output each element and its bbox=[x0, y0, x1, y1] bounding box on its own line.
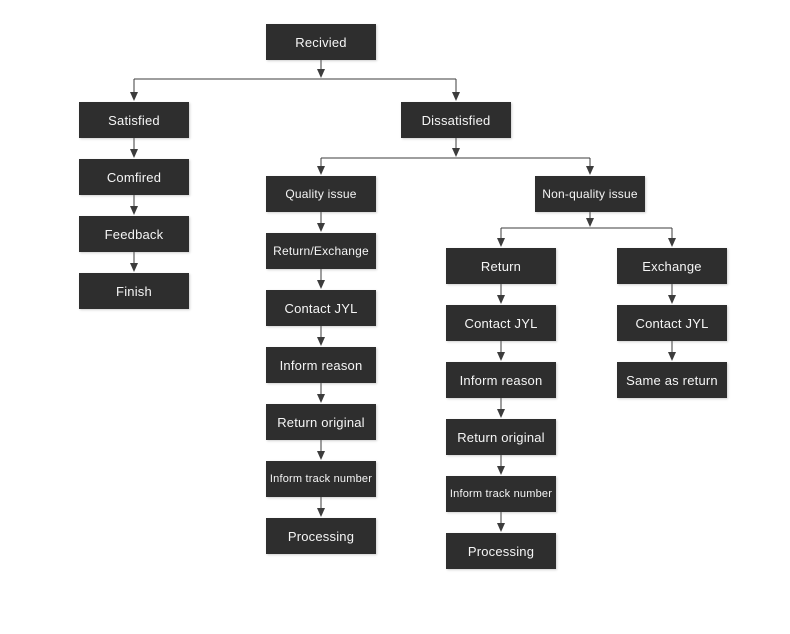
node-same-as-return: Same as return bbox=[617, 362, 727, 398]
node-return: Return bbox=[446, 248, 556, 284]
node-dissatisfied: Dissatisfied bbox=[401, 102, 511, 138]
node-quality-issue: Quality issue bbox=[266, 176, 376, 212]
node-inform-track-quality: Inform track number bbox=[266, 461, 376, 497]
node-comfired: Comfired bbox=[79, 159, 189, 195]
node-return-original-quality: Return original bbox=[266, 404, 376, 440]
node-contact-jyl-exchange: Contact JYL bbox=[617, 305, 727, 341]
node-return-original-return: Return original bbox=[446, 419, 556, 455]
node-finish: Finish bbox=[79, 273, 189, 309]
node-received: Recivied bbox=[266, 24, 376, 60]
node-contact-jyl-return: Contact JYL bbox=[446, 305, 556, 341]
node-feedback: Feedback bbox=[79, 216, 189, 252]
node-contact-jyl-quality: Contact JYL bbox=[266, 290, 376, 326]
node-inform-reason-quality: Inform reason bbox=[266, 347, 376, 383]
node-processing-return: Processing bbox=[446, 533, 556, 569]
node-inform-track-return: Inform track number bbox=[446, 476, 556, 512]
node-satisfied: Satisfied bbox=[79, 102, 189, 138]
node-inform-reason-return: Inform reason bbox=[446, 362, 556, 398]
node-exchange: Exchange bbox=[617, 248, 727, 284]
node-processing-quality: Processing bbox=[266, 518, 376, 554]
node-return-exchange: Return/Exchange bbox=[266, 233, 376, 269]
node-non-quality-issue: Non-quality issue bbox=[535, 176, 645, 212]
